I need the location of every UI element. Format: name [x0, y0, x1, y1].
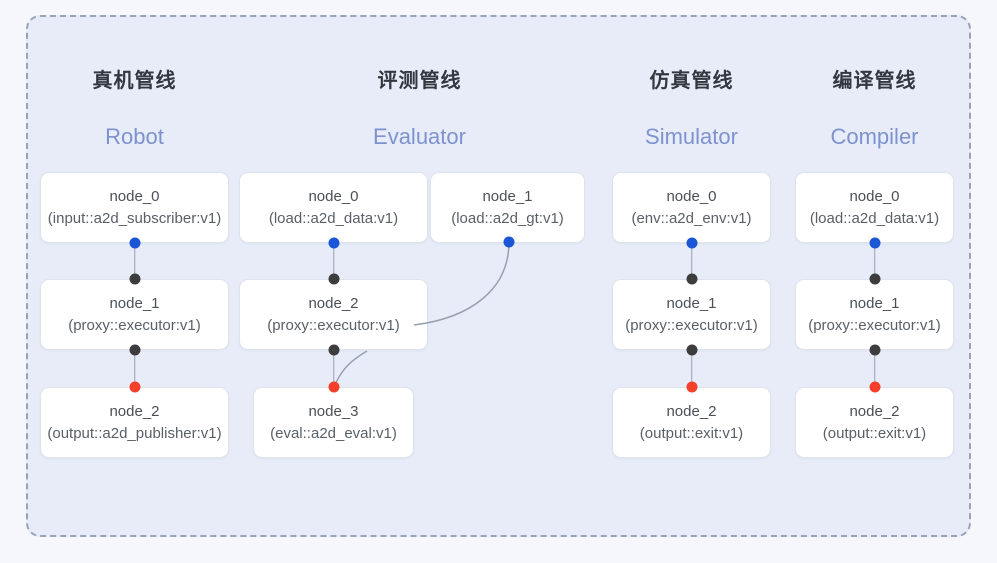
node-spec: (load::a2d_gt:v1) — [451, 209, 564, 227]
port-output-compiler-1[interactable] — [869, 344, 880, 356]
node-name: node_0 — [109, 187, 160, 205]
node-name: node_0 — [666, 187, 717, 205]
column-title-compiler: 编译管线 — [832, 70, 917, 92]
node-name: node_2 — [308, 294, 359, 312]
edge-compiler-1-2 — [873, 350, 876, 387]
port-input-compiler-1[interactable] — [869, 273, 880, 285]
node-simulator-0[interactable]: node_0 (env::a2d_env:v1) — [612, 172, 771, 243]
column-title-simulator: 仿真管线 — [649, 70, 734, 92]
port-input-robot-2[interactable] — [129, 381, 140, 393]
node-robot-0[interactable]: node_0 (input::a2d_subscriber:v1) — [40, 172, 229, 243]
column-subtitle-evaluator: Evaluator — [373, 124, 466, 149]
column-subtitle-compiler: Compiler — [830, 124, 919, 149]
node-evaluator-2[interactable]: node_2 (proxy::executor:v1) — [239, 279, 428, 350]
node-name: node_1 — [109, 294, 160, 312]
node-spec: (env::a2d_env:v1) — [631, 209, 752, 227]
node-name: node_3 — [308, 402, 359, 420]
node-spec: (load::a2d_data:v1) — [809, 209, 940, 227]
edge-compiler-0-1 — [873, 243, 876, 279]
edge-robot-1-2 — [133, 350, 136, 387]
node-spec: (proxy::executor:v1) — [267, 316, 400, 334]
edge-simulator-0-1 — [690, 243, 693, 279]
node-name: node_0 — [308, 187, 359, 205]
node-spec: (proxy::executor:v1) — [808, 316, 941, 334]
node-compiler-1[interactable]: node_1 (proxy::executor:v1) — [795, 279, 954, 350]
node-evaluator-1[interactable]: node_1 (load::a2d_gt:v1) — [430, 172, 585, 243]
port-input-compiler-2[interactable] — [869, 381, 880, 393]
node-evaluator-0[interactable]: node_0 (load::a2d_data:v1) — [239, 172, 428, 243]
node-name: node_1 — [482, 187, 533, 205]
port-input-robot-1[interactable] — [129, 273, 140, 285]
edge-evaluator-0-2 — [332, 243, 335, 279]
port-output-robot-1[interactable] — [129, 344, 140, 356]
node-name: node_2 — [109, 402, 160, 420]
port-input-simulator-1[interactable] — [686, 273, 697, 285]
node-name: node_2 — [666, 402, 717, 420]
port-output-robot-0[interactable] — [129, 237, 140, 249]
node-robot-1[interactable]: node_1 (proxy::executor:v1) — [40, 279, 229, 350]
node-spec: (output::exit:v1) — [822, 424, 927, 442]
node-name: node_1 — [849, 294, 900, 312]
port-output-simulator-1[interactable] — [686, 344, 697, 356]
port-output-evaluator-2[interactable] — [328, 344, 339, 356]
port-output-evaluator-1[interactable] — [503, 236, 515, 248]
node-robot-2[interactable]: node_2 (output::a2d_publisher:v1) — [40, 387, 229, 458]
node-spec: (output::a2d_publisher:v1) — [47, 424, 222, 442]
node-spec: (eval::a2d_eval:v1) — [270, 424, 397, 442]
pipeline-panel — [26, 15, 971, 537]
port-output-evaluator-0[interactable] — [328, 237, 339, 249]
node-simulator-2[interactable]: node_2 (output::exit:v1) — [612, 387, 771, 458]
node-spec: (output::exit:v1) — [639, 424, 744, 442]
node-compiler-2[interactable]: node_2 (output::exit:v1) — [795, 387, 954, 458]
port-input-simulator-2[interactable] — [686, 381, 697, 393]
node-spec: (proxy::executor:v1) — [625, 316, 758, 334]
node-name: node_1 — [666, 294, 717, 312]
node-spec: (proxy::executor:v1) — [68, 316, 201, 334]
column-subtitle-simulator: Simulator — [645, 124, 738, 149]
node-name: node_0 — [849, 187, 900, 205]
node-evaluator-3[interactable]: node_3 (eval::a2d_eval:v1) — [253, 387, 414, 458]
edge-simulator-1-2 — [690, 350, 693, 387]
edge-robot-0-1 — [133, 243, 136, 279]
port-input-evaluator-2[interactable] — [328, 273, 339, 285]
node-spec: (input::a2d_subscriber:v1) — [47, 209, 222, 227]
column-title-robot: 真机管线 — [92, 70, 177, 92]
port-output-simulator-0[interactable] — [686, 237, 697, 249]
node-simulator-1[interactable]: node_1 (proxy::executor:v1) — [612, 279, 771, 350]
node-name: node_2 — [849, 402, 900, 420]
port-output-compiler-0[interactable] — [869, 237, 880, 249]
column-title-evaluator: 评测管线 — [377, 70, 462, 92]
column-subtitle-robot: Robot — [105, 124, 164, 149]
node-compiler-0[interactable]: node_0 (load::a2d_data:v1) — [795, 172, 954, 243]
node-spec: (load::a2d_data:v1) — [268, 209, 399, 227]
port-input-evaluator-3[interactable] — [328, 381, 339, 393]
